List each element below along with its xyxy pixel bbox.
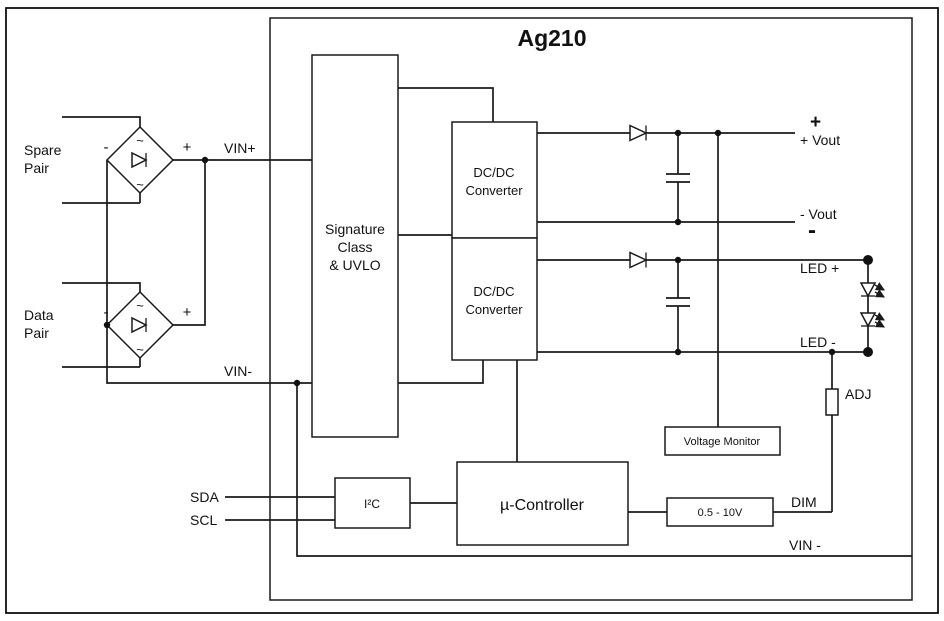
block-label: Class [337,239,372,255]
block-outline [334,477,411,529]
block-dcdc-converter-1: DC/DC Converter [451,121,538,239]
data-pair-label-line2: Pair [24,325,49,341]
spare-pair-label-line1: Spare [24,142,62,158]
block-signature-class-uvlo: Signature Class & UVLO [311,54,399,438]
wire-spare-pair-inputs [62,116,141,204]
vout-minus-sign: - [808,217,816,244]
vout-plus-sign: + [810,112,821,133]
junction-dot [828,348,836,356]
wiring [62,87,912,557]
block-dcdc-converter-2: DC/DC Converter [451,237,538,361]
led-minus-terminal-dot [863,347,873,357]
plus-mark: + [183,139,192,156]
led-minus-label: LED - [800,334,836,350]
block-outline [451,237,538,361]
junction-dot [674,218,682,226]
vin-minus-bottom-label: VIN - [789,537,821,553]
ac-symbol: ~ [136,298,144,313]
block-outline [451,121,538,239]
block-dim-range: 0.5 - 10V [666,497,774,527]
block-label: I²C [364,497,380,511]
led-plus-terminal-dot [863,255,873,265]
diode-icon [629,124,648,142]
minus-mark: - [104,304,109,321]
block-label: µ-Controller [500,497,585,514]
junction-dot [674,256,682,264]
block-label: Voltage Monitor [684,436,761,448]
bridge-rectifier-spare: ~ ~ - + [104,125,192,195]
block-outline [456,461,629,546]
dim-label: DIM [791,494,817,510]
vout-plus-label: + Vout [800,132,840,148]
block-label: Converter [465,302,523,317]
capacitor-vout [666,133,690,222]
adj-resistor [825,388,839,416]
minus-mark: - [104,139,109,156]
junction-dot [201,156,209,164]
wire-signature-to-dcdc2 [398,360,484,384]
ac-symbol: ~ [136,342,144,357]
wire-vin-plus [173,159,312,326]
led-2 [859,312,885,328]
block-label: Converter [465,183,523,198]
led-light-arrow [874,319,885,328]
led-icon [859,282,877,298]
diode-icon [629,251,648,269]
led-1 [859,282,885,298]
adj-label: ADJ [845,386,871,402]
bridge-diode-icon [131,316,148,334]
vin-plus-label: VIN+ [224,140,256,156]
bridge-rectifier-data: ~ ~ - + [104,290,192,360]
block-i2c: I²C [334,477,411,529]
data-pair-label-line1: Data [24,307,54,323]
block-outline [664,426,781,456]
block-outline [666,497,774,527]
junction-dot [674,129,682,137]
sda-label: SDA [190,489,219,505]
block-label: 0.5 - 10V [698,507,743,519]
vin-minus-label: VIN- [224,363,252,379]
module-title: Ag210 [517,25,586,51]
block-label: DC/DC [473,165,514,180]
block-voltage-monitor: Voltage Monitor [664,426,781,456]
diode-led [629,251,648,269]
block-mcu: µ-Controller [456,461,629,546]
block-label: DC/DC [473,284,514,299]
vout-minus-label: - Vout [800,206,837,222]
spare-pair-label-line2: Pair [24,160,49,176]
junction-dot [674,348,682,356]
junction-dot [293,379,301,387]
diode-vout [629,124,648,142]
page-border [5,7,939,614]
junction-dot [714,129,722,137]
junction-dots [103,129,873,387]
plus-mark: + [183,304,192,321]
bridge-diode-icon [131,151,148,169]
junction-dot [103,321,111,329]
wire-data-pair-inputs [62,282,141,368]
led-light-arrow [874,289,885,298]
wire-vin-minus [106,160,912,557]
wire-signature-to-dcdc1 [398,87,494,122]
scl-label: SCL [190,512,217,528]
capacitor-led [666,260,690,352]
block-label: & UVLO [329,257,380,273]
block-label: Signature [325,221,385,237]
led-icon [859,312,877,328]
ac-symbol: ~ [136,133,144,148]
ac-symbol: ~ [136,177,144,192]
block-outline [311,54,399,438]
led-plus-label: LED + [800,260,839,276]
